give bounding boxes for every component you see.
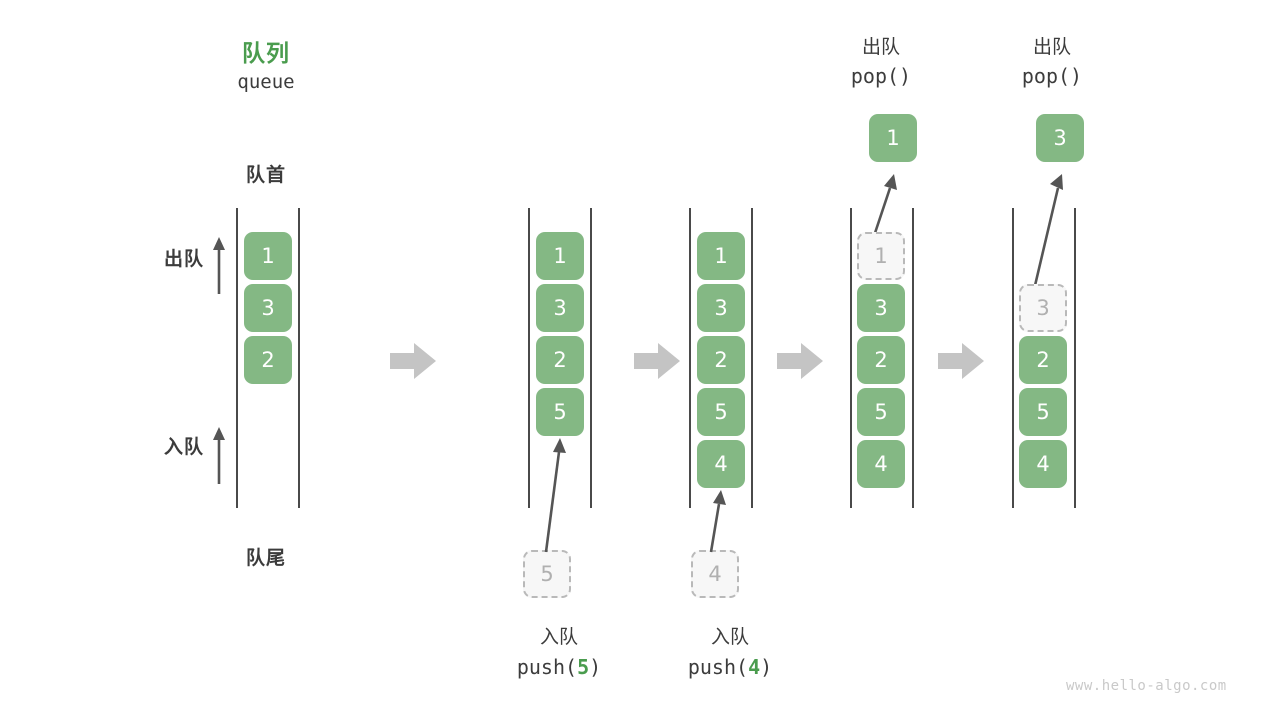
pop1-header-cn: 出队 (861, 36, 900, 58)
step-arrow-icon (634, 343, 680, 379)
queue-cell: 1 (697, 232, 745, 280)
push4-caption-code: push(4) (650, 655, 810, 679)
queue-head-label: 队首 (245, 164, 286, 186)
queue-rail-right-push4 (751, 208, 753, 508)
queue-cell: 3 (536, 284, 584, 332)
queue-rail-right-push5 (590, 208, 592, 508)
step-arrow-icon (777, 343, 823, 379)
queue-cell: 2 (1019, 336, 1067, 384)
incoming-element-ghost: 5 (523, 550, 571, 598)
enqueue-direction-arrow-icon (213, 427, 225, 484)
queue-cell: 4 (1019, 440, 1067, 488)
queue-cell: 4 (857, 440, 905, 488)
queue-cell: 5 (536, 388, 584, 436)
step-arrow-icon (938, 343, 984, 379)
popped-element: 1 (869, 114, 917, 162)
queue-cell: 2 (536, 336, 584, 384)
queue-rail-right-initial (298, 208, 300, 508)
push5-code-arg: 5 (577, 655, 590, 679)
dequeue-direction-arrow-icon (213, 237, 225, 294)
queue-cell: 1 (244, 232, 292, 280)
queue-rail-right-pop3 (1074, 208, 1076, 508)
watermark: www.hello-algo.com (1066, 678, 1227, 694)
push5-code-suffix: ) (589, 655, 602, 679)
queue-cell: 3 (244, 284, 292, 332)
pop1-header-code: pop() (850, 64, 912, 88)
push5-caption-cn: 入队 (539, 626, 578, 648)
push5-code-prefix: push( (516, 655, 578, 679)
queue-cell: 5 (1019, 388, 1067, 436)
push4-code-arg: 4 (748, 655, 761, 679)
queue-cell: 2 (697, 336, 745, 384)
dequeue-motion-arrow-icon (1031, 174, 1063, 295)
queue-cell-ghost: 3 (1019, 284, 1067, 332)
queue-cell: 3 (697, 284, 745, 332)
push4-code-prefix: push( (687, 655, 749, 679)
queue-cell: 4 (697, 440, 745, 488)
pop3-header-cn: 出队 (1032, 36, 1071, 58)
queue-rail-left-push5 (528, 208, 530, 508)
queue-tail-label: 队尾 (245, 547, 286, 569)
enqueue-direction-label: 入队 (163, 436, 204, 458)
push5-caption-code: push(5) (479, 655, 639, 679)
queue-title-en: queue (237, 71, 295, 93)
queue-title-cn: 队列 (242, 41, 290, 67)
queue-cell: 5 (857, 388, 905, 436)
step-arrow-icon (390, 343, 436, 379)
dequeue-direction-label: 出队 (163, 248, 204, 270)
queue-rail-left-initial (236, 208, 238, 508)
pop3-header-code: pop() (1021, 64, 1083, 88)
queue-cell: 1 (536, 232, 584, 280)
queue-cell-ghost: 1 (857, 232, 905, 280)
queue-rail-left-pop3 (1012, 208, 1014, 508)
queue-rail-left-pop1 (850, 208, 852, 508)
incoming-element-ghost: 4 (691, 550, 739, 598)
popped-element: 3 (1036, 114, 1084, 162)
queue-cell: 3 (857, 284, 905, 332)
enqueue-motion-arrow-icon (709, 490, 726, 553)
queue-rail-right-pop1 (912, 208, 914, 508)
push4-caption-cn: 入队 (710, 626, 749, 648)
queue-cell: 5 (697, 388, 745, 436)
push4-code-suffix: ) (760, 655, 773, 679)
queue-cell: 2 (244, 336, 292, 384)
queue-rail-left-push4 (689, 208, 691, 508)
enqueue-motion-arrow-icon (544, 438, 566, 553)
queue-cell: 2 (857, 336, 905, 384)
